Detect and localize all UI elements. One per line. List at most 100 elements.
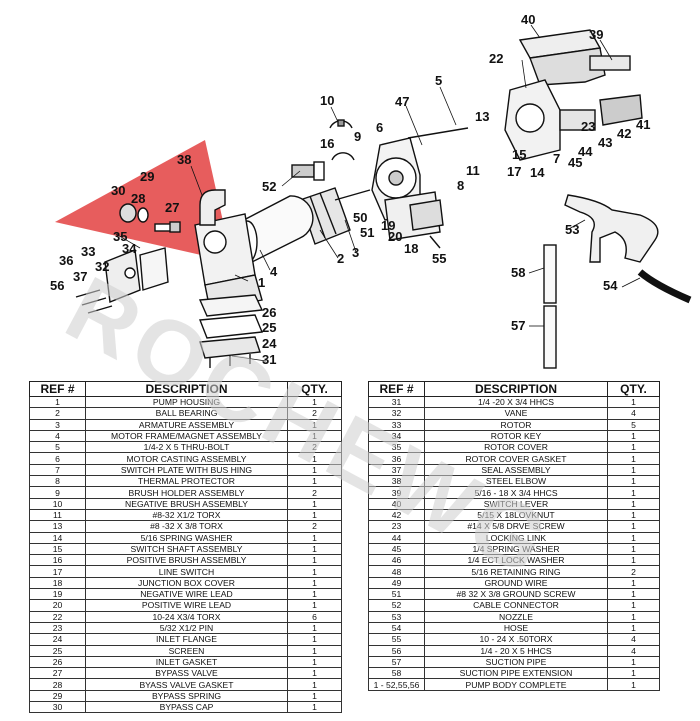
cell-description: 10 - 24 X .50TORX — [424, 633, 608, 646]
callout-label: 37 — [73, 269, 87, 284]
cell-qty: 1 — [607, 599, 660, 612]
cell-qty: 2 — [287, 441, 342, 454]
cell-ref: 23 — [368, 520, 425, 533]
callout-label: 10 — [320, 93, 334, 108]
cell-description: CABLE CONNECTOR — [424, 599, 608, 612]
callout-label: 23 — [581, 119, 595, 134]
cell-description: ROTOR COVER GASKET — [424, 452, 608, 465]
callout-label: 9 — [354, 129, 361, 144]
cable-connector-part — [291, 161, 325, 181]
callout-label: 55 — [432, 251, 446, 266]
cell-ref: 31 — [368, 395, 425, 409]
cell-description: ARMATURE ASSEMBLY — [85, 418, 288, 431]
cell-ref: 32 — [368, 407, 425, 420]
cell-ref: 15 — [29, 542, 86, 556]
cell-qty: 1 — [287, 542, 342, 556]
callout-label: 8 — [457, 178, 464, 193]
cell-description: BYPASS VALVE — [85, 667, 288, 680]
switch-lever-part — [518, 29, 631, 86]
callout-label: 35 — [113, 229, 127, 244]
cell-qty: 1 — [607, 395, 660, 409]
cell-ref: 3 — [29, 418, 86, 431]
cell-ref: 9 — [29, 486, 86, 499]
cell-description: LOCKING LINK — [424, 531, 608, 544]
cell-description: BALL BEARING — [85, 407, 288, 420]
cell-qty: 1 — [287, 599, 342, 612]
cell-qty: 1 — [287, 588, 342, 601]
callout-label: 34 — [122, 241, 137, 256]
cell-qty: 1 — [287, 531, 342, 544]
cell-description: SWITCH LEVER — [424, 497, 608, 510]
cell-description: NOZZLE — [424, 610, 608, 623]
cell-qty: 4 — [607, 644, 660, 657]
callout-label: 56 — [50, 278, 64, 293]
column-header-ref: REF # — [29, 381, 86, 397]
cell-qty: 1 — [287, 475, 342, 488]
callout-label: 52 — [262, 179, 276, 194]
cell-description: JUNCTION BOX COVER — [85, 576, 288, 590]
cell-description: 5/16 RETAINING RING — [424, 565, 608, 578]
cell-ref: 34 — [368, 429, 425, 443]
cell-description: INLET FLANGE — [85, 633, 288, 646]
cell-qty: 2 — [287, 520, 342, 533]
callout-label: 32 — [95, 259, 109, 274]
cell-ref: 1 - 52,55,56 — [368, 678, 425, 691]
cell-qty: 1 — [607, 678, 660, 691]
switch-housing-part — [504, 79, 643, 161]
cell-description: 1/4 - 20 X 5 HHCS — [424, 644, 608, 657]
callout-label: 5 — [435, 73, 442, 88]
cell-ref: 28 — [29, 678, 86, 691]
cell-ref: 26 — [29, 655, 86, 669]
callout-label: 17 — [507, 164, 521, 179]
callout-label: 25 — [262, 320, 276, 335]
rotor-cover-parts — [104, 247, 169, 303]
cell-ref: 6 — [29, 452, 86, 465]
cell-ref: 29 — [29, 689, 86, 703]
callout-label: 57 — [511, 318, 525, 333]
cell-qty: 4 — [607, 633, 660, 646]
suction-pipe-part — [543, 305, 557, 369]
cell-qty: 1 — [287, 621, 342, 635]
callout-label: 1 — [258, 275, 265, 290]
cell-description: 5/16 SPRING WASHER — [85, 531, 288, 544]
cell-ref: 42 — [368, 508, 425, 522]
cell-qty: 2 — [287, 486, 342, 499]
cell-ref: 25 — [29, 644, 86, 657]
cell-ref: 2 — [29, 407, 86, 420]
cell-qty: 1 — [607, 554, 660, 567]
cell-ref: 55 — [368, 633, 425, 646]
cell-description: SWITCH PLATE WITH BUS HING — [85, 463, 288, 477]
cell-description: SWITCH SHAFT ASSEMBLY — [85, 542, 288, 556]
table-header-row: REF # DESCRIPTION QTY. — [29, 381, 342, 397]
cell-ref: 58 — [368, 667, 425, 680]
cell-ref: 30 — [29, 701, 86, 714]
brush-holder-parts — [329, 119, 355, 161]
callout-label: 13 — [475, 109, 489, 124]
cell-qty: 1 — [287, 429, 342, 443]
cell-description: ROTOR COVER — [424, 441, 608, 454]
cell-ref: 45 — [368, 542, 425, 556]
callout-label: 18 — [404, 241, 418, 256]
cell-description: POSITIVE BRUSH ASSEMBLY — [85, 554, 288, 567]
callout-label: 47 — [395, 94, 409, 109]
cell-qty: 1 — [607, 610, 660, 623]
